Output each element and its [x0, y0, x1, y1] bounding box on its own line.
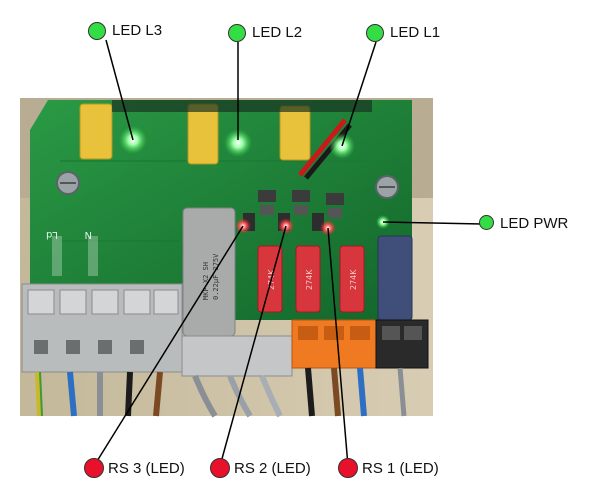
label-led-l2: LED L2: [252, 24, 303, 41]
yellow-capacitor-3: [279, 105, 311, 161]
legend-dot-rs3: [84, 458, 104, 478]
label-rs2: RS 2 (LED): [234, 460, 311, 477]
label-rs3: RS 3 (LED): [108, 460, 185, 477]
label-led-pwr: LED PWR: [500, 215, 569, 232]
black-terminal-block: [375, 319, 429, 369]
leader-led-pwr: [382, 221, 483, 225]
leader-led-l1: [341, 41, 377, 147]
silkscreen-n: N: [85, 229, 92, 240]
legend-dot-led-l3: [88, 22, 106, 40]
leader-rs1: [327, 227, 349, 467]
yellow-capacitor-2: [187, 103, 219, 165]
grey-terminal-block-2: [181, 335, 293, 377]
label-led-l1: LED L1: [390, 24, 441, 41]
silkscreen-ld: Ld: [46, 229, 58, 240]
varistor-print-2: 274K: [305, 269, 314, 290]
yellow-capacitor-1: [79, 103, 113, 160]
leader-lines: [93, 39, 483, 467]
capacitor-print-2: 0.22µF 275V: [212, 253, 220, 300]
legend-dot-rs2: [210, 458, 230, 478]
varistor-2: [295, 245, 321, 313]
leader-rs2: [219, 225, 287, 467]
wires: [35, 367, 407, 418]
legend-dot-led-l1: [366, 24, 384, 42]
label-rs1: RS 1 (LED): [362, 460, 439, 477]
varistor-print-3: 274K: [349, 269, 358, 290]
legend-dot-rs1: [338, 458, 358, 478]
legend-dot-led-pwr: [479, 215, 494, 230]
green-led-l2: [224, 129, 252, 157]
relay: [377, 235, 413, 321]
legend-dot-led-l2: [228, 24, 246, 42]
varistor-3: [339, 245, 365, 313]
leader-rs3: [93, 225, 244, 467]
orange-terminal-block: [291, 319, 377, 369]
grey-terminal-block: [21, 283, 183, 373]
label-led-l3: LED L3: [112, 22, 163, 39]
capacitor-print-1: MKP X2 SH: [202, 262, 210, 300]
leader-led-l3: [105, 39, 134, 141]
